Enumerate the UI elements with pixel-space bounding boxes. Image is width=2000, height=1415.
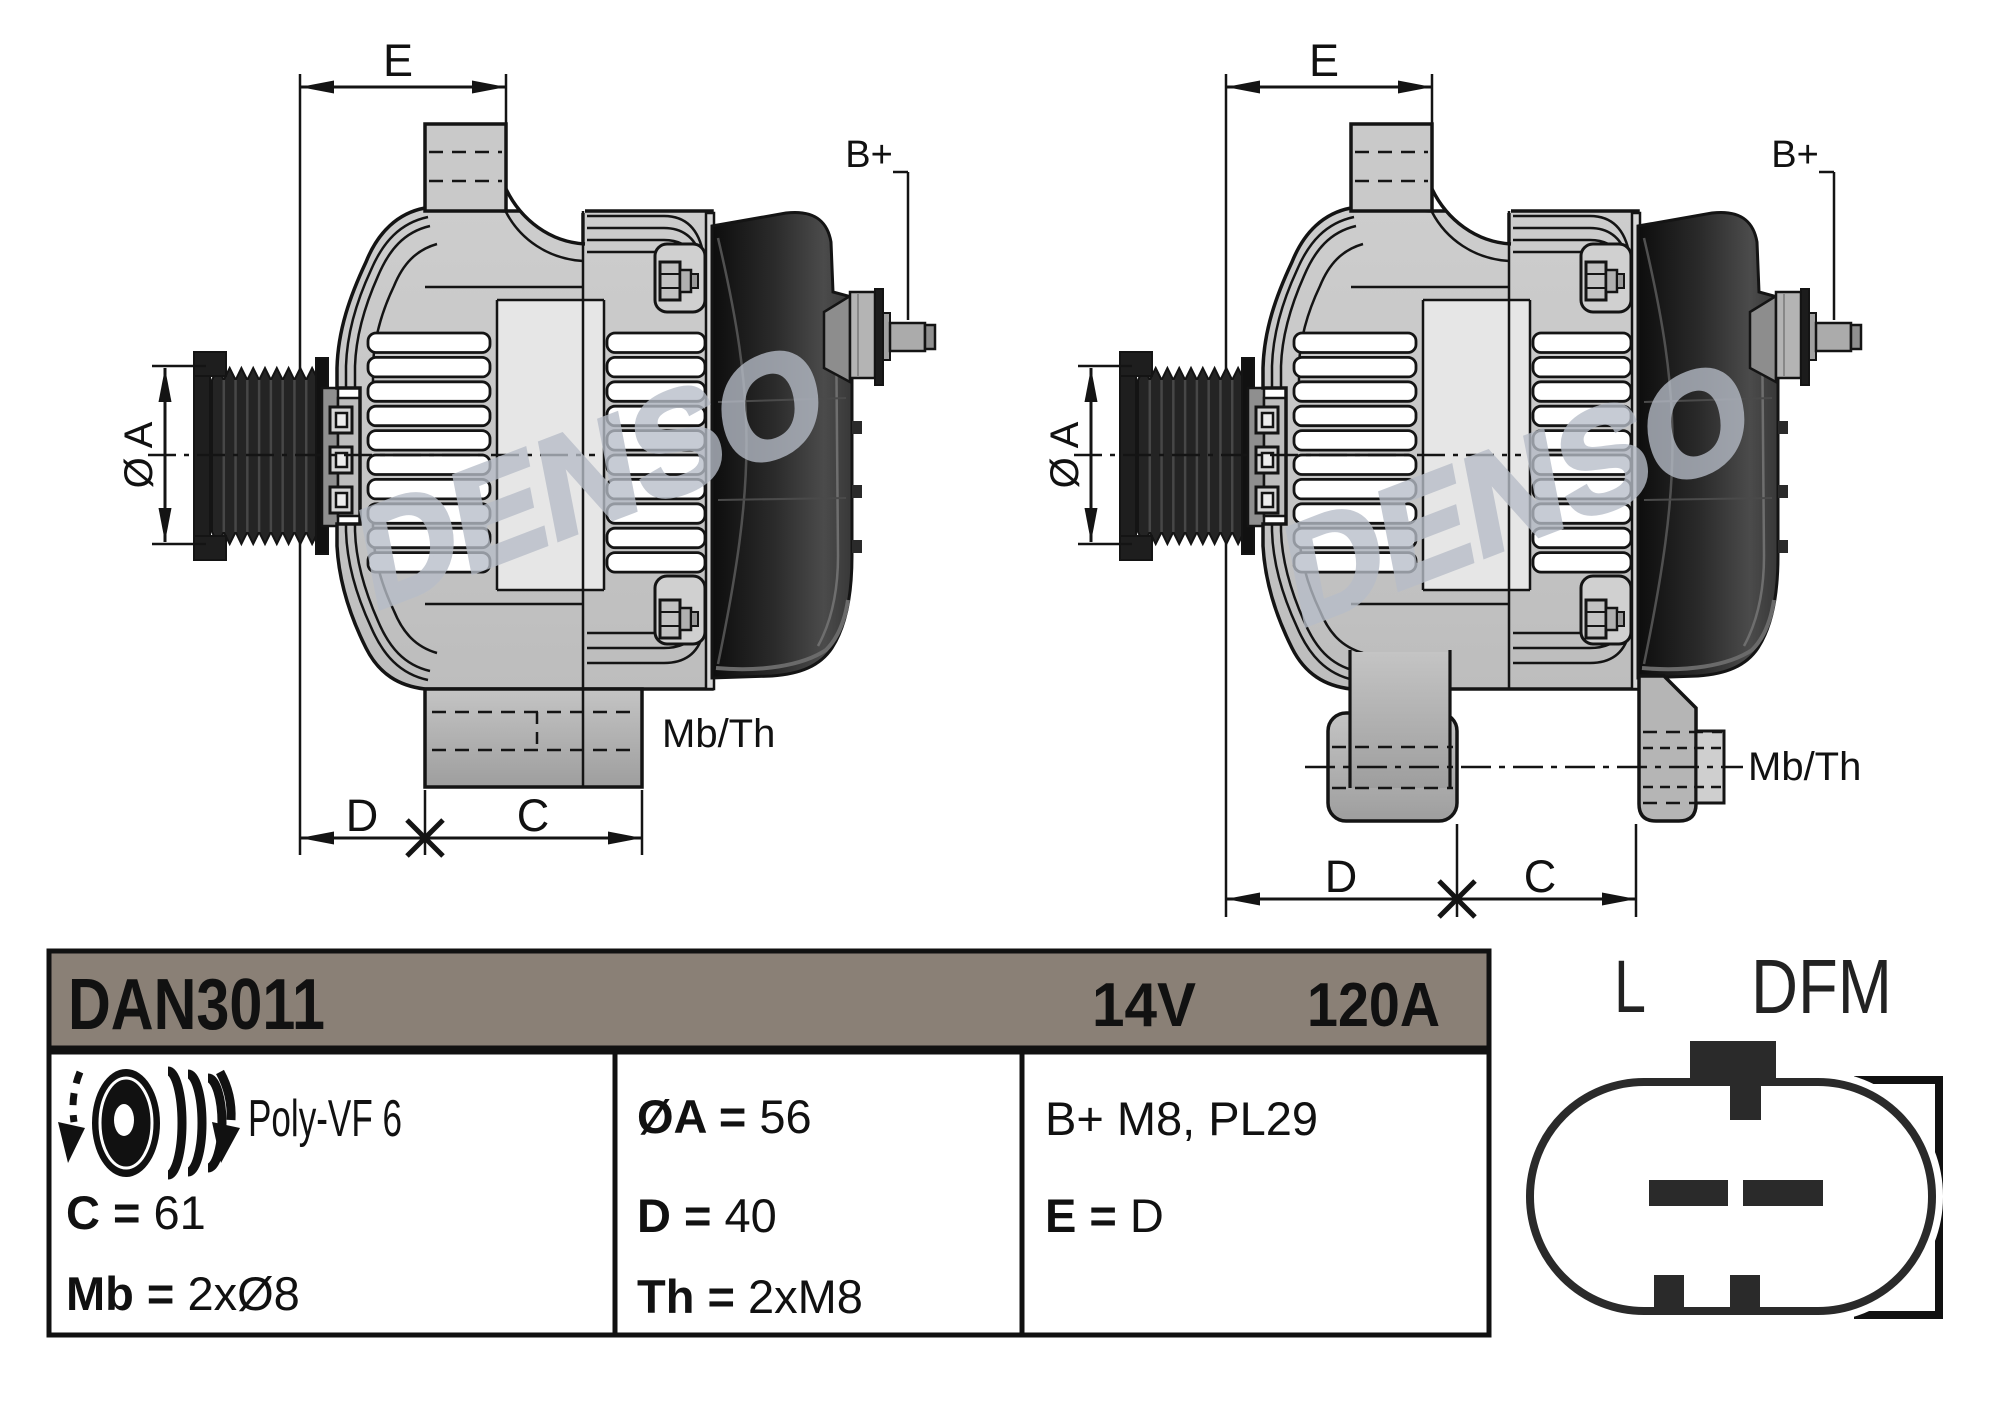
svg-text:DFM: DFM [1751,944,1892,1030]
svg-text:14V: 14V [1092,971,1196,1040]
svg-text:D: D [1325,851,1358,902]
svg-text:L: L [1614,945,1646,1028]
svg-text:E = D: E = D [1045,1189,1164,1242]
svg-text:C: C [1524,851,1557,902]
svg-text:B+: B+ [1771,134,1819,176]
svg-text:B+: B+ [845,134,893,176]
svg-text:Mb/Th: Mb/Th [662,712,775,756]
svg-text:Th = 2xM8: Th = 2xM8 [637,1270,863,1323]
svg-text:B+ M8, PL29: B+ M8, PL29 [1045,1092,1318,1145]
svg-text:Mb = 2xØ8: Mb = 2xØ8 [66,1267,300,1320]
svg-text:D: D [346,790,379,841]
svg-text:Poly-VF 6: Poly-VF 6 [248,1090,402,1148]
svg-text:ØA = 56: ØA = 56 [637,1090,812,1143]
svg-text:C = 61: C = 61 [66,1186,206,1239]
svg-text:D = 40: D = 40 [637,1189,777,1242]
svg-text:E: E [383,35,413,86]
svg-text:DAN3011: DAN3011 [68,965,325,1045]
svg-text:Mb/Th: Mb/Th [1748,745,1861,789]
svg-text:120A: 120A [1307,971,1440,1040]
svg-text:E: E [1309,35,1339,86]
svg-text:C: C [517,790,550,841]
